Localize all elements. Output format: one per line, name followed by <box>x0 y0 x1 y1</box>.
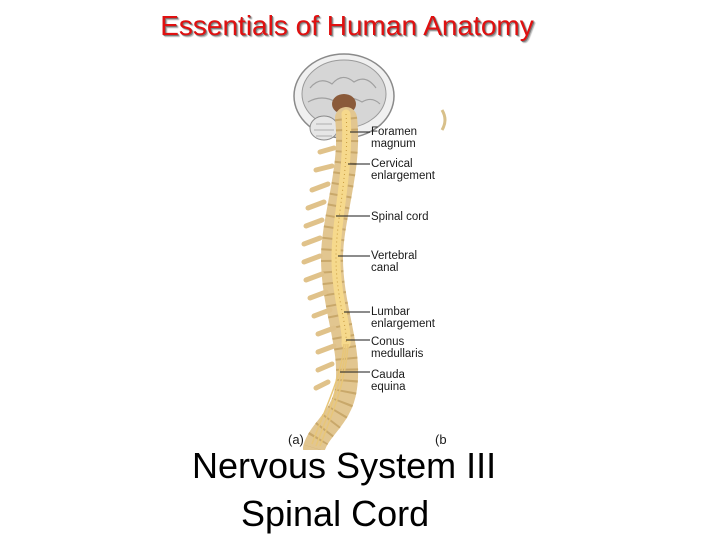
cauda-equina-fibers <box>311 343 349 447</box>
label-vertebral-canal: Vertebral canal <box>371 250 418 274</box>
leader-lines <box>336 131 370 373</box>
label-cervical-enlargement: Cervical enlargement <box>371 158 435 182</box>
spinal-cord-body <box>331 109 352 349</box>
spinous-processes <box>301 145 337 391</box>
panel-label-b: (b <box>435 432 447 447</box>
panel-b-edge <box>440 109 447 131</box>
spine-illustration <box>293 53 447 450</box>
label-spinal-cord: Spinal cord <box>371 211 429 223</box>
slide-title: Essentials of Human Anatomy <box>160 10 534 41</box>
label-lumbar-enlargement: Lumbar enlargement <box>371 306 435 330</box>
brain-gyri <box>309 76 377 89</box>
label-conus-medullaris: Conus medullaris <box>371 336 424 360</box>
cerebellum-folia <box>314 123 334 137</box>
spinal-cord-figure: Foramen magnum Cervical enlargement Spin… <box>280 48 460 450</box>
label-cauda-equina: Cauda equina <box>371 369 406 393</box>
panel-label-a: (a) <box>288 432 304 447</box>
subtitle-line-2: Spinal Cord <box>241 493 430 534</box>
subtitle-line-1: Nervous System III <box>192 445 497 486</box>
label-foramen-magnum: Foramen magnum <box>371 126 418 150</box>
